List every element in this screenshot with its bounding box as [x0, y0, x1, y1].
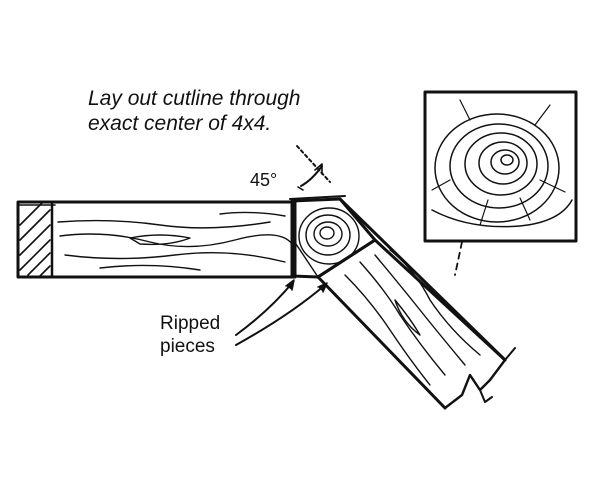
end-grain-hatch — [17, 200, 56, 279]
instruction-caption: Lay out cutline through exact center of … — [88, 86, 388, 136]
angled-grain — [344, 249, 481, 386]
ring-checks — [431, 99, 566, 226]
callout-line-2: pieces — [160, 336, 215, 357]
side-grain — [57, 211, 293, 271]
growth-rings — [431, 113, 573, 228]
callout-arrows — [235, 279, 328, 346]
caption-line-2: exact center of 4x4. — [88, 112, 272, 135]
cross-section-inset — [423, 90, 578, 276]
horizontal-post — [16, 200, 297, 279]
callout-line-1: Ripped — [160, 313, 221, 334]
ripped-pieces-label: Ripped pieces — [160, 312, 220, 358]
angled-post — [316, 197, 516, 410]
angle-indicator — [289, 145, 346, 200]
caption-line-1: Lay out cutline through — [88, 87, 301, 110]
angle-label: 45° — [250, 170, 278, 190]
